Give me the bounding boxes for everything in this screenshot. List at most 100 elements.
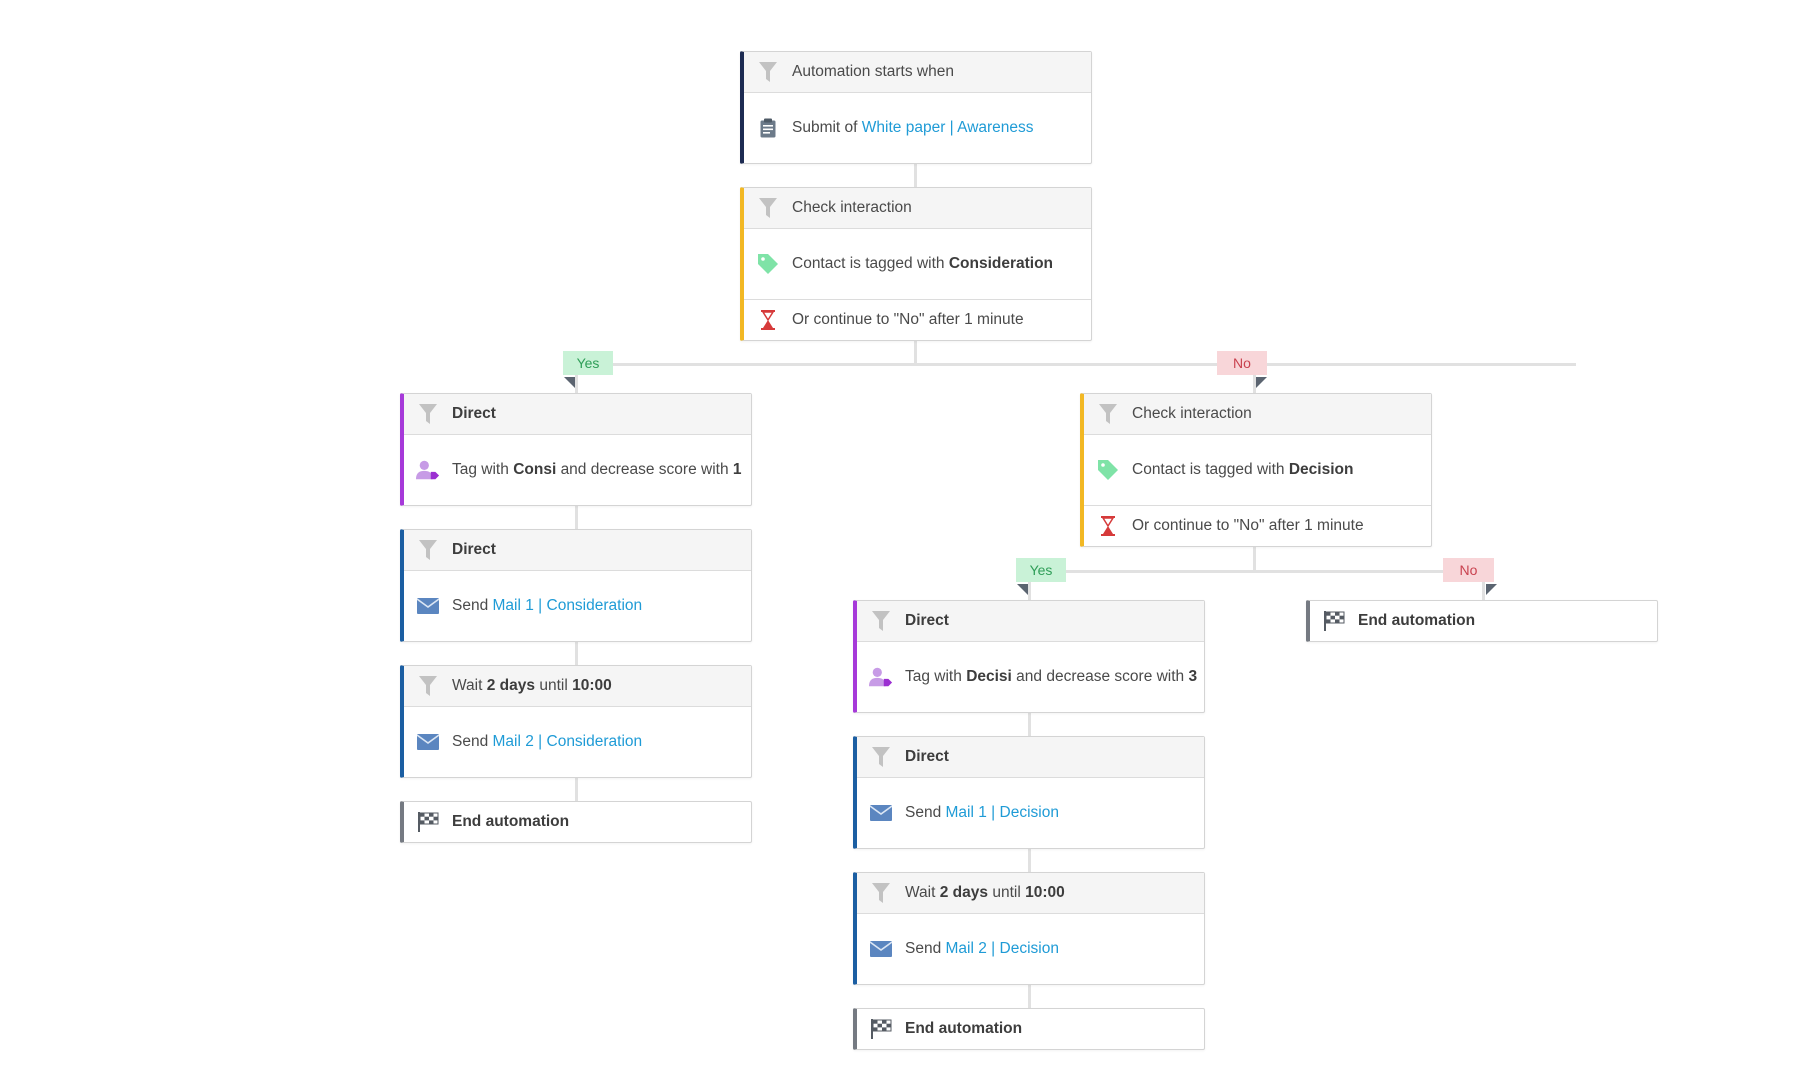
check-title: Check interaction (1132, 405, 1252, 422)
wait-days: 2 days (486, 677, 536, 694)
score-text: and decrease score with (1016, 668, 1185, 685)
connector (575, 504, 578, 529)
filter-icon (756, 60, 780, 84)
connector (1028, 847, 1031, 872)
tag-action-body: Tag with Decisi and decrease score with … (857, 642, 1204, 712)
end-automation-card[interactable]: End automation (853, 1008, 1205, 1050)
mail-link[interactable]: Mail 1 | Decision (945, 804, 1059, 821)
mail-link[interactable]: Mail 2 | Consideration (492, 733, 643, 750)
end-automation-card[interactable]: End automation (1306, 600, 1658, 642)
tag-prefix: Tag with (452, 461, 509, 478)
end-label: End automation (452, 813, 570, 830)
filter-icon (416, 402, 440, 426)
check-timeout: Or continue to "No" after 1 minute (1084, 505, 1431, 546)
wait-until: until (992, 884, 1021, 901)
branch-arrow-icon (1017, 584, 1028, 595)
filter-icon (416, 538, 440, 562)
action-header: Direct (404, 394, 751, 435)
check-condition: Contact is tagged with Decision (1084, 435, 1431, 505)
tag-action-card[interactable]: Direct Tag with Consi and decrease score… (400, 393, 752, 506)
end-label: End automation (905, 1020, 1023, 1037)
filter-icon (869, 881, 893, 905)
tag-name: Consi (513, 461, 557, 478)
send-mail-card[interactable]: Direct Send Mail 1 | Decision (853, 736, 1205, 849)
checkered-flag-icon (1322, 609, 1346, 633)
check-header: Check interaction (744, 188, 1091, 229)
check-condition: Contact is tagged with Consideration (744, 229, 1091, 299)
send-prefix: Send (905, 804, 942, 821)
filter-icon (416, 674, 440, 698)
tag-name: Decisi (966, 668, 1012, 685)
check-header: Check interaction (1084, 394, 1431, 435)
action-title: Direct (452, 405, 496, 422)
trigger-header: Automation starts when (744, 52, 1091, 93)
envelope-icon (869, 801, 893, 825)
connector (1028, 711, 1031, 736)
wait-time: 10:00 (572, 677, 612, 694)
check-interaction-card[interactable]: Check interaction Contact is tagged with… (1080, 393, 1432, 547)
wait-header: Wait 2 days until 10:00 (857, 873, 1204, 914)
action-title: Direct (905, 748, 949, 765)
connector (914, 163, 917, 188)
branch-no-label: No (1443, 558, 1494, 582)
form-link[interactable]: White paper | Awareness (861, 119, 1034, 136)
wait-prefix: Wait (452, 677, 483, 694)
branch-no-label: No (1217, 351, 1267, 375)
hourglass-icon (756, 308, 780, 332)
filter-icon (869, 609, 893, 633)
connector (575, 776, 578, 801)
check-interaction-card[interactable]: Check interaction Contact is tagged with… (740, 187, 1092, 341)
check-timeout: Or continue to "No" after 1 minute (744, 299, 1091, 340)
filter-icon (869, 745, 893, 769)
clipboard-icon (756, 116, 780, 140)
condition-prefix: Contact is tagged with (1132, 461, 1285, 478)
end-row: End automation (404, 802, 751, 842)
user-tag-icon (416, 458, 440, 482)
action-header: Direct (857, 601, 1204, 642)
tag-action-card[interactable]: Direct Tag with Decisi and decrease scor… (853, 600, 1205, 713)
wait-send-mail-card[interactable]: Wait 2 days until 10:00 Send Mail 2 | De… (853, 872, 1205, 985)
tag-action-body: Tag with Consi and decrease score with 1 (404, 435, 751, 505)
end-automation-card[interactable]: End automation (400, 801, 752, 843)
send-prefix: Send (452, 733, 489, 750)
send-mail-body: Send Mail 2 | Consideration (404, 707, 751, 777)
trigger-card[interactable]: Automation starts when Submit of White p… (740, 51, 1092, 164)
send-mail-body: Send Mail 2 | Decision (857, 914, 1204, 984)
score-value: 1 (732, 461, 742, 478)
branch-line (576, 363, 1576, 366)
end-row: End automation (1310, 601, 1657, 641)
branch-arrow-icon (1486, 584, 1497, 595)
branch-arrow-icon (564, 377, 575, 388)
send-mail-body: Send Mail 1 | Decision (857, 778, 1204, 848)
condition-tag: Decision (1288, 461, 1354, 478)
branch-line (1029, 570, 1483, 573)
score-value: 3 (1188, 668, 1198, 685)
send-mail-card[interactable]: Direct Send Mail 1 | Consideration (400, 529, 752, 642)
connector (914, 340, 917, 364)
timeout-text: Or continue to "No" after 1 minute (1132, 517, 1364, 534)
branch-yes-label: Yes (1016, 558, 1066, 582)
trigger-body: Submit of White paper | Awareness (744, 93, 1091, 163)
tag-icon (1096, 458, 1120, 482)
filter-icon (756, 196, 780, 220)
wait-time: 10:00 (1025, 884, 1065, 901)
end-row: End automation (857, 1009, 1204, 1049)
end-label: End automation (1358, 612, 1476, 629)
action-header: Direct (404, 530, 751, 571)
action-header: Direct (857, 737, 1204, 778)
tag-icon (756, 252, 780, 276)
connector (575, 363, 578, 393)
mail-link[interactable]: Mail 2 | Decision (945, 940, 1059, 957)
branch-yes-label: Yes (563, 351, 613, 375)
wait-days: 2 days (939, 884, 989, 901)
trigger-title: Automation starts when (792, 63, 954, 80)
check-title: Check interaction (792, 199, 912, 216)
wait-send-mail-card[interactable]: Wait 2 days until 10:00 Send Mail 2 | Co… (400, 665, 752, 778)
connector (1028, 983, 1031, 1008)
wait-prefix: Wait (905, 884, 936, 901)
condition-tag: Consideration (948, 255, 1054, 272)
connector (1028, 570, 1031, 600)
mail-link[interactable]: Mail 1 | Consideration (492, 597, 643, 614)
action-title: Direct (452, 541, 496, 558)
